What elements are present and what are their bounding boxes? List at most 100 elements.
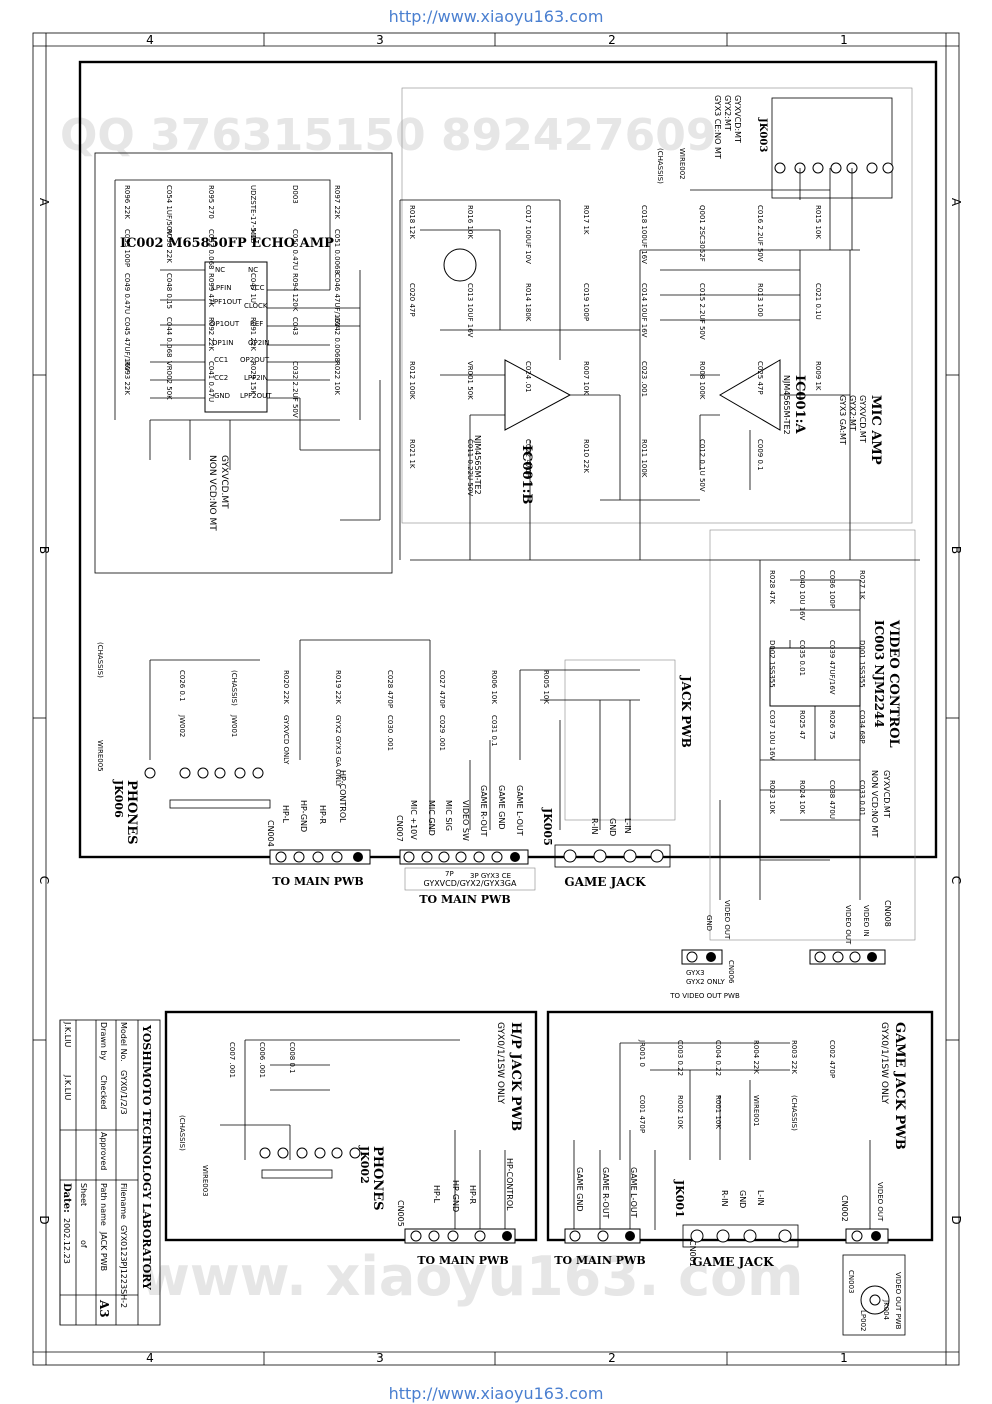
jk003-note-1: GYXVCD:MT [733, 95, 742, 143]
col-label-3: 3 [376, 33, 384, 47]
title-drawn-label: Drawn by [99, 1022, 108, 1061]
jk001-caption: GAME JACK [692, 1255, 774, 1269]
component-label: R092 22K [207, 317, 215, 351]
component-label: R025 47 [798, 710, 806, 739]
svg-text:GND: GND [214, 392, 230, 400]
col-label-4-bottom: 4 [146, 1351, 154, 1365]
ic001a-part: NJM4565M-TE2 [782, 375, 791, 435]
component-label: C042 0.0068 [333, 317, 341, 362]
component-label: R006 10K [490, 670, 498, 704]
cn007-pin-row [399, 849, 529, 865]
cn006-label: CN006 [727, 960, 735, 984]
component-label: VR002 50K [165, 361, 173, 400]
cn007-pin-mic-gnd: MIC GND [427, 800, 436, 836]
component-label: R022 10K [333, 361, 341, 395]
component-label: C023 .001 [640, 361, 648, 397]
component-label: C021 0.1U [814, 283, 822, 320]
component-label: C024 .01 [524, 361, 532, 393]
ic002-body [204, 261, 268, 413]
cn008-pin-row [809, 949, 886, 965]
cn006-caption: TO VIDEO OUT PWB [669, 992, 740, 1000]
component-label: C035 0.01 [798, 640, 806, 676]
video-out-pwb-title: VIDEO OUT PWB [894, 1272, 902, 1330]
component-label: R091 22K [249, 317, 257, 351]
col-label-4: 4 [146, 33, 154, 47]
col-label-1-bottom: 1 [840, 1351, 848, 1365]
svg-text:REF: REF [250, 320, 263, 328]
ic001b-part: NJM4565M-TE2 [473, 435, 482, 495]
video-control-title: VIDEO CONTROL [886, 619, 901, 748]
jk005-pins [554, 844, 671, 868]
component-label: C027 470P [438, 670, 446, 708]
jk003-label: JK003 [757, 117, 768, 152]
component-label: R029 15K [249, 361, 257, 395]
component-label: R023 10K [768, 780, 776, 814]
component-label: C012 0.1U 50V [698, 439, 706, 492]
cn001-pin-row [564, 1228, 641, 1244]
cn007-sub: 7P [445, 870, 454, 878]
component-label: C029 .001 [438, 715, 446, 751]
jk003-pins [774, 162, 894, 174]
component-label: R015 10K [814, 205, 822, 239]
ic001a-triangle [719, 359, 781, 431]
cn007-ce: 3P GYX3 CE [470, 872, 511, 880]
title-path-label: Path name [99, 1183, 108, 1226]
component-label: C039 47UF/16V [828, 640, 836, 695]
jack-area [564, 659, 676, 821]
cn001-pin-game-r-out: GAME R-OUT [601, 1167, 610, 1219]
component-label: GYXVCD ONLY [282, 715, 290, 765]
component-label: C054 1UF/50V [165, 185, 173, 235]
svg-text:CLOCK: CLOCK [244, 302, 268, 310]
component-label: C044 0.068 [165, 317, 173, 358]
cn007-variant: GYXVCD/GYX2/GYX3GA [424, 879, 517, 888]
cn007-variant-box [404, 867, 536, 891]
title-checked-value: J.K.LIU [63, 1074, 72, 1101]
svg-text:LPF2IN: LPF2IN [244, 374, 268, 382]
component-label: C022 470P [524, 439, 532, 477]
title-path-value: JACK PWB [99, 1231, 108, 1271]
jk003-note-2: GYX2:MT [723, 95, 732, 131]
component-label: R024 10K [798, 780, 806, 814]
cn008-pin-video-out: VIDEO OUT [844, 905, 852, 945]
component-label: C017 100UF 10V [524, 205, 532, 264]
header-url[interactable]: http://www.xiaoyu163.com [389, 7, 604, 26]
cn007-pin-game-l-out: GAME L-OUT [515, 785, 524, 836]
ic001b-triangle [504, 359, 572, 431]
svg-text:LPFIN: LPFIN [212, 284, 231, 292]
hp-jack-pwb-outline [164, 1010, 538, 1242]
cn004-pin-row [269, 849, 371, 865]
grid-ticks [33, 33, 959, 1365]
q001-transistor [443, 248, 477, 282]
watermark-qq: QQ 376315150 892427609 [60, 110, 717, 161]
svg-text:LPF1OUT: LPF1OUT [210, 298, 242, 306]
title-drawn-value: J.K.LIU [63, 1021, 72, 1048]
component-label: C026 0.1 [178, 670, 186, 702]
col-label-2-bottom: 2 [608, 1351, 616, 1365]
component-label: JW002 [178, 714, 186, 737]
component-label: C028 470P [386, 670, 394, 708]
cn007-pin-video-sw: VIDEO SW [461, 800, 470, 841]
cn004-pin-hp-gnd: HP-GND [299, 800, 308, 832]
title-date-value: 2002.12.23 [62, 1218, 71, 1264]
component-label: C008 0.1 [288, 1042, 296, 1074]
component-label: C004 0.22 [714, 1040, 722, 1076]
cn006-note-1: GYX3 [686, 969, 705, 977]
svg-text:VCC: VCC [250, 284, 265, 292]
component-label: UDZSTE-17-5.1B [249, 185, 257, 244]
component-label: R007 10K [582, 361, 590, 395]
component-label: R027 1K [858, 570, 866, 600]
component-label: C036 100P [828, 570, 836, 608]
row-label-a-right: A [949, 198, 963, 207]
title-size: A3 [97, 1299, 111, 1318]
svg-text:OP1IN: OP1IN [212, 339, 234, 347]
footer-url[interactable]: http://www.xiaoyu163.com [389, 1384, 604, 1403]
component-label: JW001 [230, 714, 238, 737]
component-label: C019 100P [582, 283, 590, 321]
phones-top-chassis: (CHASSIS) [96, 642, 104, 678]
video-out-pwb-outline [842, 1254, 906, 1336]
watermark-site: www. xiaoyu163. com [140, 1245, 803, 1308]
component-label: C046 47UF/16V [333, 273, 341, 328]
